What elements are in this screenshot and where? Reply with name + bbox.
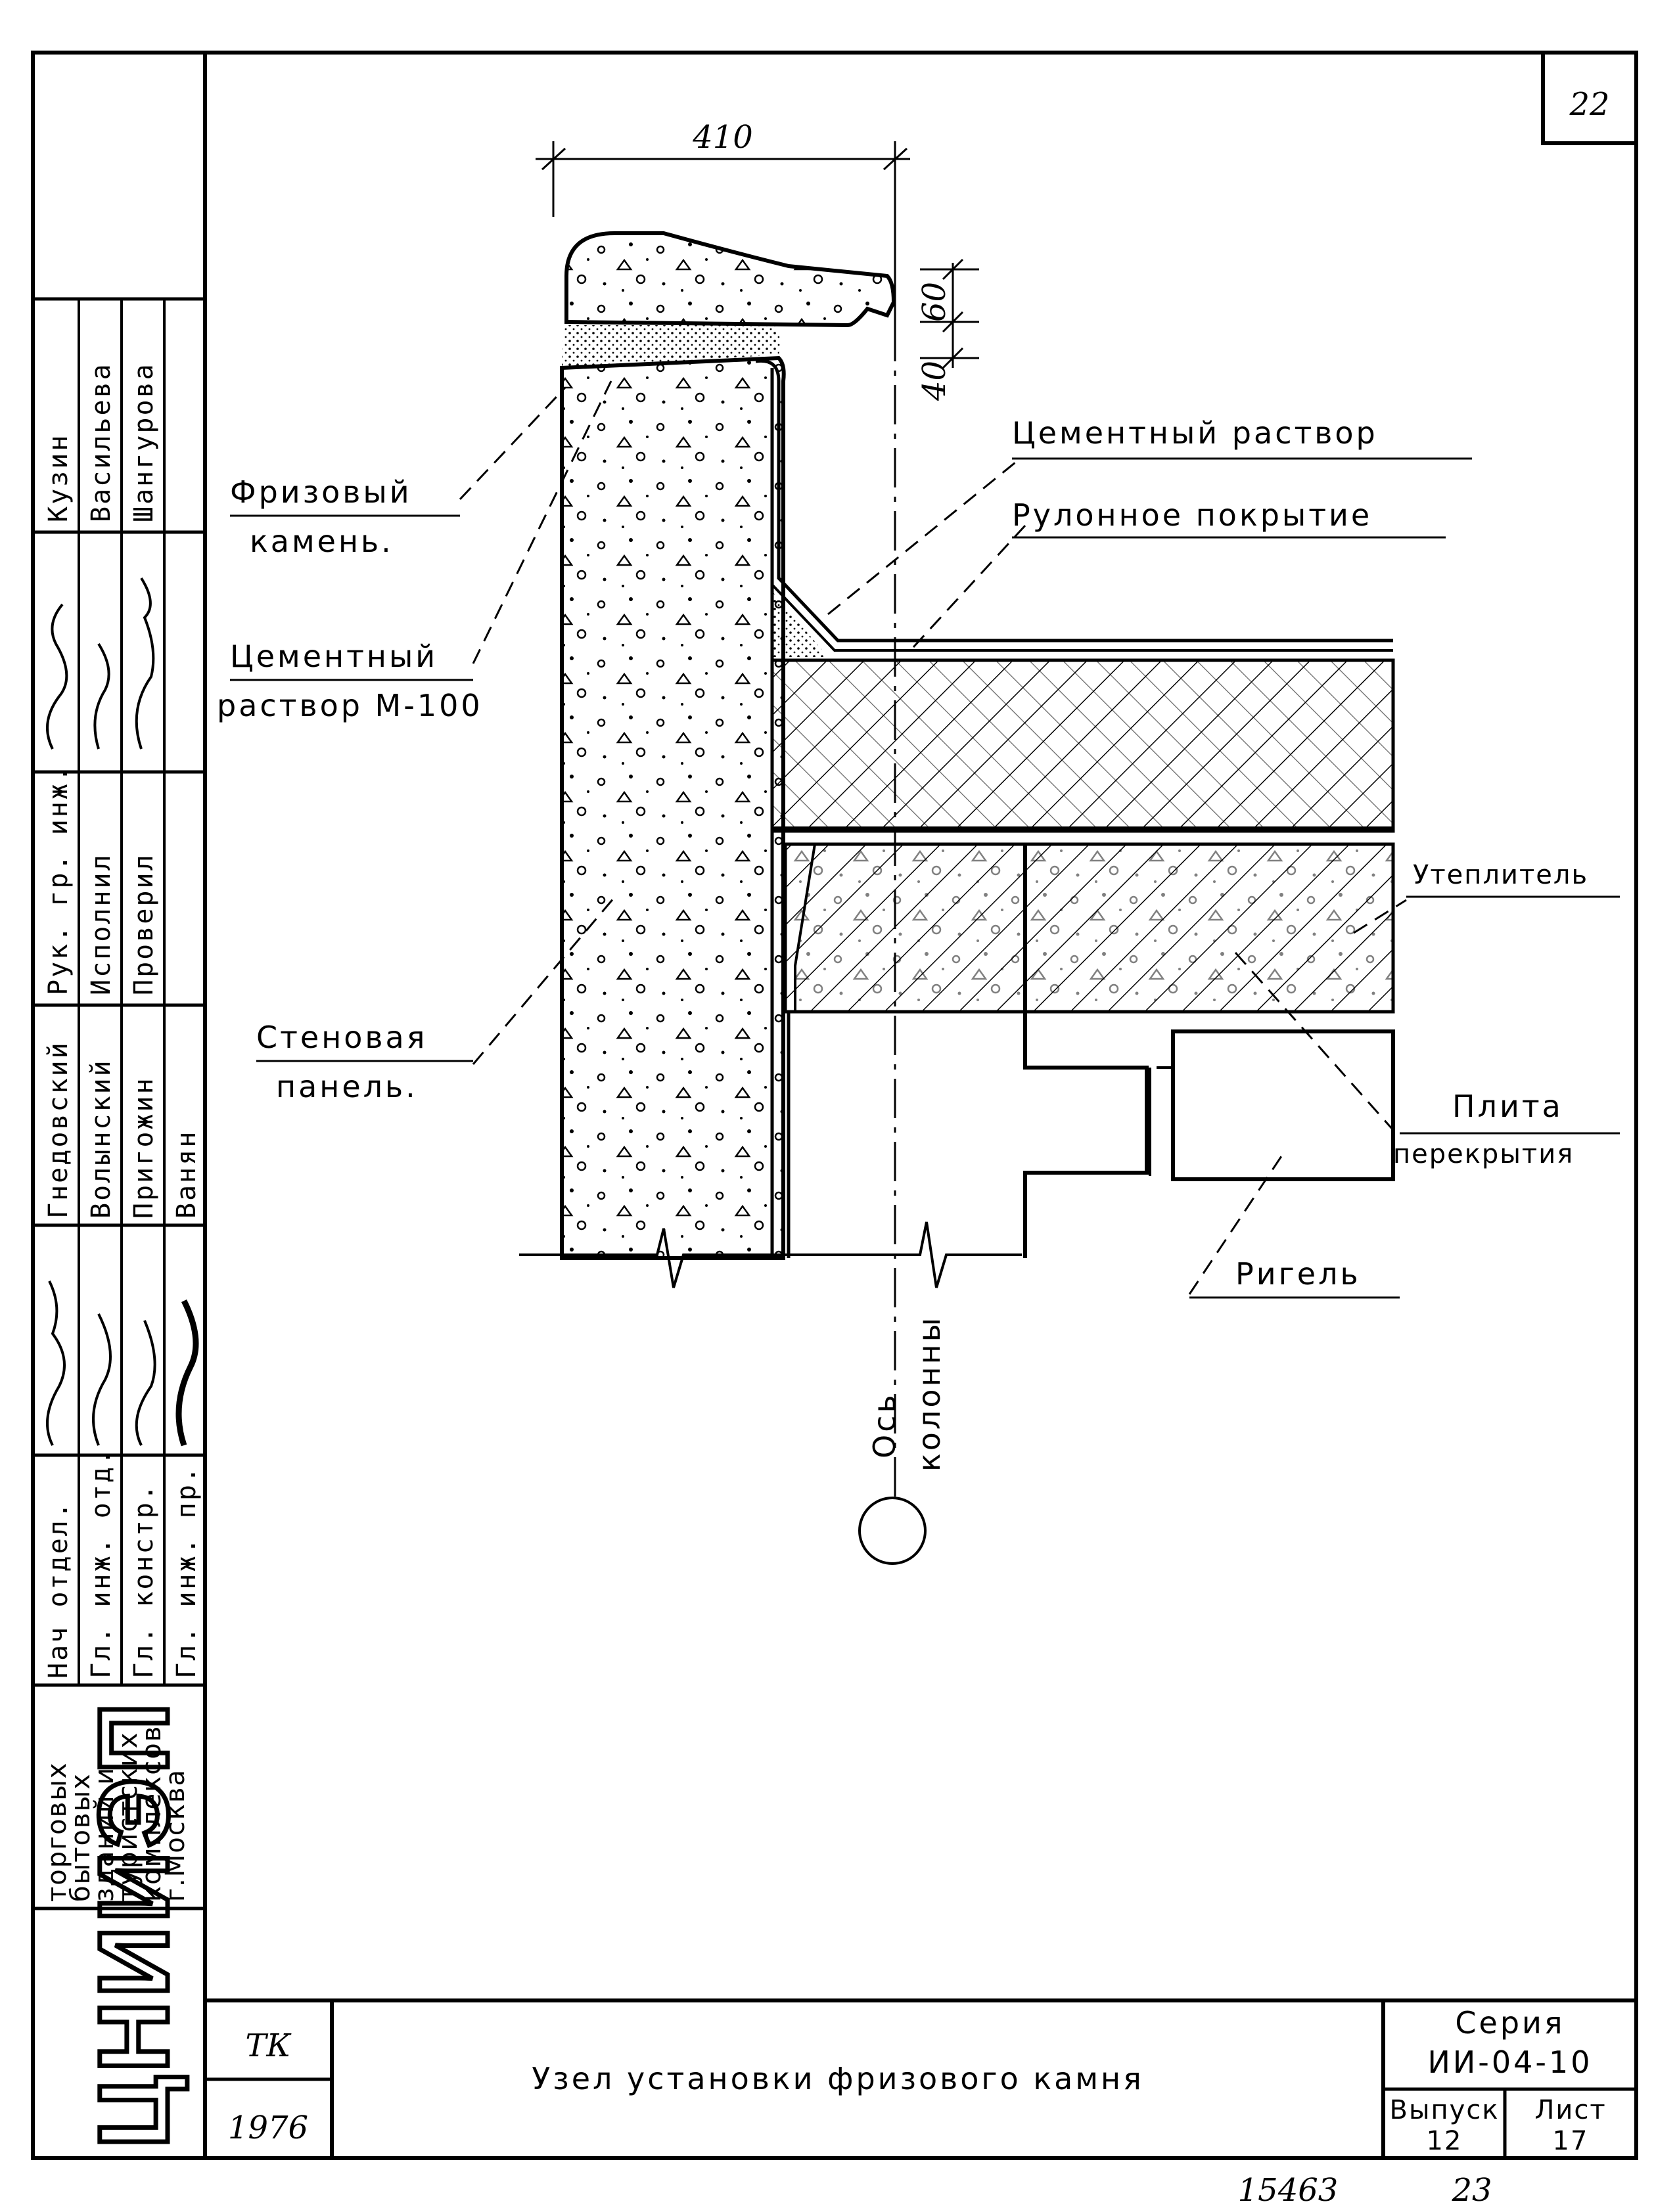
leader-lines <box>459 380 1407 1295</box>
role2-2: Проверил <box>129 853 159 995</box>
issue-value: 12 <box>1427 2126 1463 2156</box>
issue-label: Выпуск <box>1390 2095 1500 2125</box>
label-girder: Ригель <box>1235 1256 1361 1292</box>
label-slab-2: перекрытия <box>1393 1139 1574 1169</box>
role-1: Гл. инж. отд. <box>86 1447 116 1679</box>
org-line-2: зданий и <box>89 1767 120 1902</box>
axis-circle <box>858 1497 927 1565</box>
page-number: 22 <box>1569 86 1609 123</box>
year: 1976 <box>228 2110 308 2146</box>
org-line-5: г.Москва <box>160 1769 191 1902</box>
dim-40: 40 <box>916 361 953 401</box>
tk-label: ТК <box>245 2027 292 2064</box>
page-number-box <box>1541 51 1638 145</box>
label-wall-panel-1: Стеновая <box>256 1020 427 1055</box>
org-line-4: комплексов <box>137 1725 167 1902</box>
label-wall-panel-2: панель. <box>276 1069 418 1104</box>
frieze-stone <box>564 231 896 328</box>
series-value: ИИ-04-10 <box>1427 2044 1592 2080</box>
name-3: Ванян <box>172 1130 202 1219</box>
sheet-value: 17 <box>1553 2126 1589 2156</box>
label-slab-1: Плита <box>1452 1089 1563 1124</box>
drawing-title: Узел установки фризового камня <box>532 2061 1144 2096</box>
series-label: Серия <box>1455 2005 1565 2041</box>
dim-60: 60 <box>916 282 953 322</box>
org-line-0: торговых <box>42 1762 72 1902</box>
label-insulation: Утеплитель <box>1413 860 1588 890</box>
org-line-1: бытовых <box>66 1772 96 1902</box>
name2-0: Кузин <box>43 434 74 522</box>
signatures <box>46 577 199 1447</box>
role2-0: Рук. гр. инж. <box>43 764 74 995</box>
wall-panel <box>560 355 786 1260</box>
outer-frame <box>31 51 1638 2160</box>
label-frieze-1: Фризовый <box>230 474 412 510</box>
title-block: ТК 1976 Узел установки фризового камня С… <box>205 1998 1636 2158</box>
name2-1: Васильева <box>86 362 116 522</box>
node-drawing: 410 60 40 <box>217 119 1620 1565</box>
label-axis-2: колонны <box>911 1315 947 1472</box>
role2-1: Исполнил <box>86 853 116 995</box>
name-1: Волынский <box>86 1058 116 1219</box>
label-cement-m100-2: раствор М-100 <box>217 688 483 723</box>
org-line-3: туристских <box>113 1732 143 1902</box>
girder <box>1171 1029 1395 1181</box>
name2-2: Шангурова <box>129 362 159 522</box>
stamp-page: 23 <box>1451 2172 1492 2209</box>
label-cement-m100-1: Цементный <box>230 639 438 674</box>
name-0: Гнедовский <box>43 1041 74 1219</box>
label-frieze-2: камень. <box>250 524 394 559</box>
role-3: Гл. инж. пр. <box>172 1465 202 1679</box>
stamp-code: 15463 <box>1238 2172 1339 2209</box>
label-axis-1: Ось <box>867 1392 902 1458</box>
side-block: Рук. гр. инж. Исполнил Проверил Кузин Ва… <box>33 297 205 2151</box>
role-0: Нач отдел. <box>43 1501 74 1679</box>
column-outline <box>1023 844 1149 1258</box>
label-underlines <box>230 457 1620 1299</box>
label-cement-mortar: Цементный раствор <box>1012 415 1378 451</box>
org-logo: ЦНИИЭП <box>78 1699 189 2148</box>
dim-410: 410 <box>692 119 753 156</box>
sheet-label: Лист <box>1534 2095 1606 2125</box>
name-2: Пригожин <box>129 1076 159 1219</box>
role-2: Гл. констр. <box>129 1483 159 1679</box>
label-roll-cover: Рулонное покрытие <box>1012 497 1372 533</box>
